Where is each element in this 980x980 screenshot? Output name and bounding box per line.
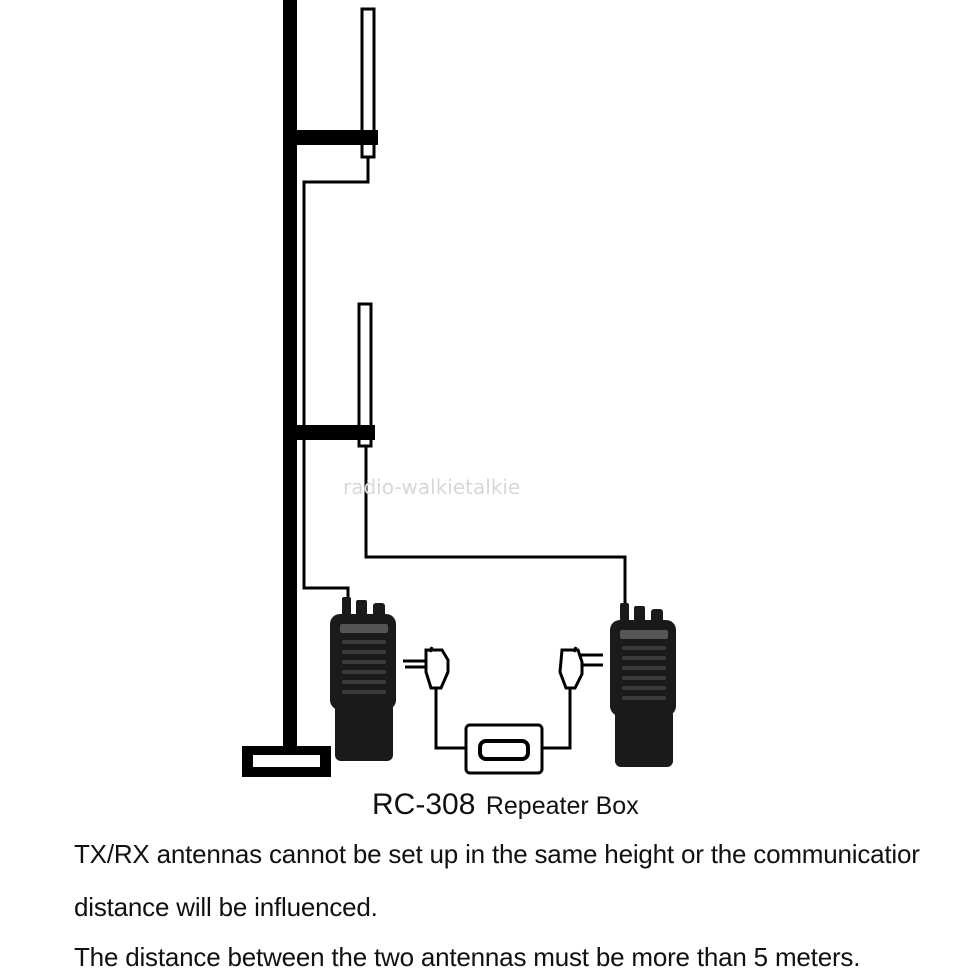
repeater-box-icon	[464, 723, 544, 775]
right-plug-connector-icon	[558, 646, 603, 690]
antenna-mast	[283, 0, 297, 752]
caption-model: RC-308	[372, 788, 475, 821]
right-walkie-talkie-icon	[610, 603, 676, 767]
mast-base-inner	[253, 755, 320, 767]
repeater-caption: RC-308 Repeater Box	[372, 788, 639, 821]
lower-antenna	[357, 302, 373, 448]
upper-antenna-cable	[302, 157, 370, 612]
lower-cross-arm	[290, 425, 375, 440]
note-line-3: The distance between the two antennas mu…	[74, 942, 861, 972]
watermark-text: radio-walkietalkie	[343, 475, 520, 499]
upper-cross-arm	[290, 130, 378, 145]
note-line-1: TX/RX antennas cannot be set up in the s…	[74, 839, 920, 869]
caption-label: Repeater Box	[486, 792, 639, 820]
note-line-2: distance will be influenced.	[74, 892, 378, 922]
left-walkie-talkie-icon	[330, 597, 396, 761]
left-plug-connector-icon	[403, 646, 450, 690]
right-box-cable	[540, 688, 572, 750]
left-box-cable	[434, 688, 468, 750]
lower-antenna-cable	[364, 446, 627, 612]
